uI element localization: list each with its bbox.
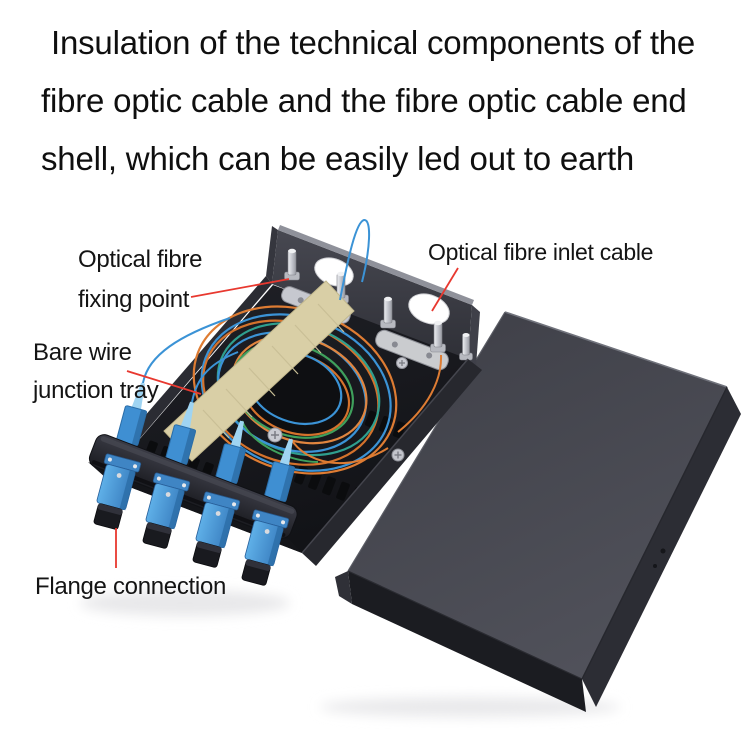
cover-right-skirt [582, 387, 741, 707]
sc-connector-4 [264, 438, 295, 502]
wall-top-edge [278, 225, 474, 305]
dust-cap-3 [192, 541, 222, 568]
label-fixing-point: Optical fibre fixing point [78, 240, 202, 320]
fixing-screw-3 [380, 296, 396, 329]
label-flange-connection: Flange connection [35, 573, 227, 600]
fixing-screw-5 [459, 333, 473, 361]
cover-skirt-hole-2 [653, 564, 657, 568]
wall-end-cap [468, 305, 480, 366]
cover-left-edge [347, 311, 506, 572]
flange-adapters [93, 453, 290, 586]
box-right-wall [302, 359, 482, 566]
cable-entry-hole-2 [408, 293, 450, 325]
sc-adapter-3 [192, 491, 241, 568]
leader-inlet-cable [431, 267, 459, 312]
label-junction-tray-line-2: junction tray [33, 377, 159, 404]
title-line-3: shell, which can be easily led out to ea… [41, 140, 635, 177]
page-title: Insulation of the technical components o… [0, 14, 750, 188]
front-flange-bar [88, 434, 298, 539]
leader-lines [115, 267, 459, 568]
tray-screw-2 [396, 357, 408, 369]
sc-connector-3 [215, 420, 246, 484]
sc-adapter-1 [93, 453, 142, 530]
cover-skirt-hole [660, 548, 666, 554]
cover-edge-highlight [504, 311, 728, 388]
sc-adapter-2 [142, 472, 191, 549]
cover-top-face [348, 312, 727, 679]
label-fixing-point-line-2: fixing point [78, 286, 190, 313]
leader-junction-tray [126, 370, 202, 395]
sc-connectors-inner [116, 382, 295, 502]
fixing-screw-1 [284, 248, 300, 281]
pigtail-fibers [142, 317, 443, 465]
drop-shadows [80, 590, 620, 717]
box-cover [335, 311, 741, 712]
label-junction-tray-line-1: Bare wire [33, 339, 132, 366]
label-junction-tray: Bare wire junction tray [33, 334, 159, 410]
right-rim-edge [301, 358, 469, 554]
cover-front-skirt [348, 571, 586, 712]
title-line-2: fibre optic cable and the fibre optic ca… [41, 82, 687, 119]
cover-bottom-edge [347, 570, 583, 680]
fiber-over-wall [339, 219, 371, 301]
box-wall-left-end [266, 226, 278, 284]
sc-connector-2 [165, 401, 196, 465]
cover-left-tab [335, 571, 352, 604]
leader-fixing-point [190, 278, 290, 298]
rim-screw [391, 448, 405, 462]
dust-cap-4 [241, 559, 271, 586]
fixing-screw-4 [430, 320, 446, 353]
dust-cap-2 [142, 522, 172, 549]
sc-adapter-4 [241, 509, 290, 586]
splice-tape [163, 280, 355, 462]
title-line-1: Insulation of the technical components o… [51, 24, 696, 61]
label-fixing-point-line-1: Optical fibre [78, 246, 203, 273]
cover-right-edge [581, 386, 728, 680]
tray-screw-1 [267, 427, 283, 443]
label-inlet-cable: Optical fibre inlet cable [428, 239, 654, 265]
cable-clamp-bracket-right [375, 329, 449, 371]
dust-cap-1 [93, 503, 123, 530]
terminal-box [88, 219, 482, 586]
